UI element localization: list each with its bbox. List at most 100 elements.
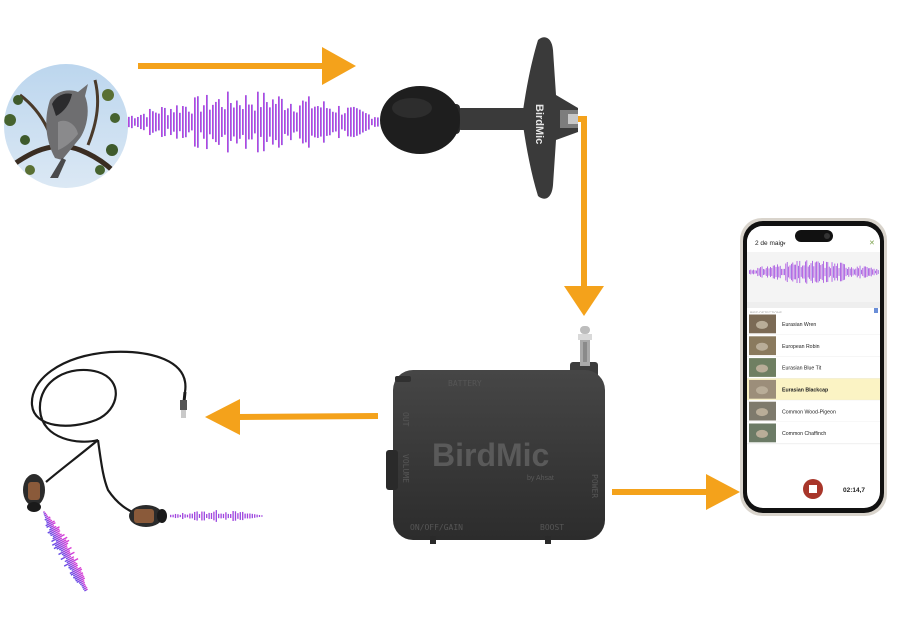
species-name: European Robin: [782, 344, 820, 350]
wave-bar: [230, 514, 232, 518]
arrow-bird-to-mic: [138, 47, 356, 85]
wave-bar: [70, 568, 83, 576]
audio-wave-earphone-left: [43, 511, 88, 592]
wave-bar: [78, 579, 85, 584]
wave-bar: [227, 513, 229, 519]
spectrogram-bar: [821, 263, 823, 281]
spectrogram-bar: [751, 270, 753, 274]
wave-bar: [368, 114, 370, 130]
wave-bar: [225, 512, 227, 520]
species-name: Eurasian Wren: [782, 322, 816, 328]
wave-bar: [146, 117, 148, 127]
wave-bar: [191, 513, 193, 519]
wave-bar: [46, 519, 53, 524]
spectrogram-bar: [876, 268, 878, 276]
spectrogram-bar: [775, 266, 777, 278]
spectrogram-bar: [758, 268, 760, 276]
spectrogram-bar: [855, 268, 857, 276]
wave-bar: [161, 107, 163, 137]
spectrogram-bar: [872, 269, 873, 275]
wave-bar: [75, 575, 85, 582]
wave-bar: [230, 103, 232, 141]
wave-bar: [362, 111, 364, 133]
spectrogram-bar: [757, 267, 759, 277]
wave-bar: [45, 520, 55, 527]
wave-bar: [48, 525, 57, 531]
wave-bar: [254, 110, 256, 134]
wave-bar: [242, 511, 244, 521]
phone-timer: 02:14,7: [843, 487, 865, 494]
wave-bar: [140, 114, 142, 130]
wave-bar: [137, 116, 139, 128]
species-row[interactable]: Eurasian Wren: [747, 313, 880, 336]
spectrogram-bar: [806, 260, 808, 284]
wave-bar: [185, 106, 187, 138]
wave-bar: [60, 551, 75, 561]
wave-bar: [203, 511, 205, 521]
spectrogram-bar: [858, 268, 859, 276]
mic-brand-label: BirdMic: [533, 104, 545, 144]
species-row-background: [747, 313, 880, 335]
spectrogram-bar: [814, 262, 816, 282]
wave-bar: [266, 102, 268, 142]
species-thumbnail-bird: [756, 342, 768, 351]
wave-bar: [152, 111, 154, 133]
species-row-background: [747, 422, 880, 444]
spectrogram-bar: [869, 268, 871, 276]
wave-bar: [278, 96, 280, 148]
wave-bar: [49, 528, 60, 535]
wave-bar: [257, 91, 259, 153]
wave-bar: [221, 107, 223, 137]
wave-bar: [377, 117, 379, 127]
species-row[interactable]: Common Wood-Pigeon: [747, 400, 880, 423]
spectrogram-bar: [784, 268, 785, 276]
wave-bar: [47, 526, 60, 534]
spectrogram-bar: [771, 268, 773, 276]
wave-bar: [197, 96, 199, 148]
wave-bar: [254, 514, 256, 518]
species-row[interactable]: European Robin: [747, 334, 880, 357]
wave-bar: [72, 570, 82, 577]
device-byline: by Ahsat: [527, 475, 554, 482]
wave-bar: [69, 564, 79, 571]
spectrogram-bar: [861, 269, 862, 275]
wave-bar: [58, 545, 68, 551]
species-row[interactable]: Eurasian Blue Tit: [747, 356, 880, 379]
wave-bar: [200, 111, 202, 133]
wave-bar: [256, 514, 258, 518]
wave-bar: [62, 551, 71, 557]
wave-bar: [239, 105, 241, 139]
wave-bar: [194, 511, 196, 521]
wave-bar: [275, 103, 277, 141]
spectrogram-bar: [763, 268, 764, 276]
wave-bar: [290, 103, 292, 141]
wave-bar: [341, 114, 343, 130]
spectrogram-bar: [835, 265, 837, 279]
spectrogram-bar: [788, 266, 789, 278]
wave-bar: [215, 510, 217, 522]
wave-bar: [173, 112, 175, 132]
spectrogram-bar: [796, 260, 798, 284]
spectrogram-bar: [819, 262, 820, 282]
spectrogram-bar: [777, 264, 778, 280]
spectrogram-bar: [768, 268, 770, 276]
wave-bar: [287, 108, 289, 136]
species-name: Eurasian Blackcap: [782, 388, 828, 394]
device-port-onoffgain: ON/OFF/GAIN: [410, 523, 463, 532]
spectrogram-bar: [778, 266, 780, 278]
spectrogram-bar: [754, 270, 756, 274]
spectrogram-bar: [791, 263, 792, 281]
wave-bar: [260, 107, 262, 137]
wave-bar: [356, 108, 358, 136]
phone-close-icon[interactable]: ✕: [869, 239, 875, 247]
wave-bar: [218, 99, 220, 145]
species-row[interactable]: Eurasian Blackcap: [747, 378, 880, 401]
species-name: Common Chaffinch: [782, 431, 826, 437]
species-row[interactable]: Common Chaffinch: [747, 422, 880, 445]
wave-bar: [281, 98, 283, 146]
wave-bar: [43, 512, 47, 515]
spectrogram-bar: [859, 265, 861, 279]
spectrogram-bar: [756, 270, 757, 274]
wave-bar: [198, 514, 201, 518]
